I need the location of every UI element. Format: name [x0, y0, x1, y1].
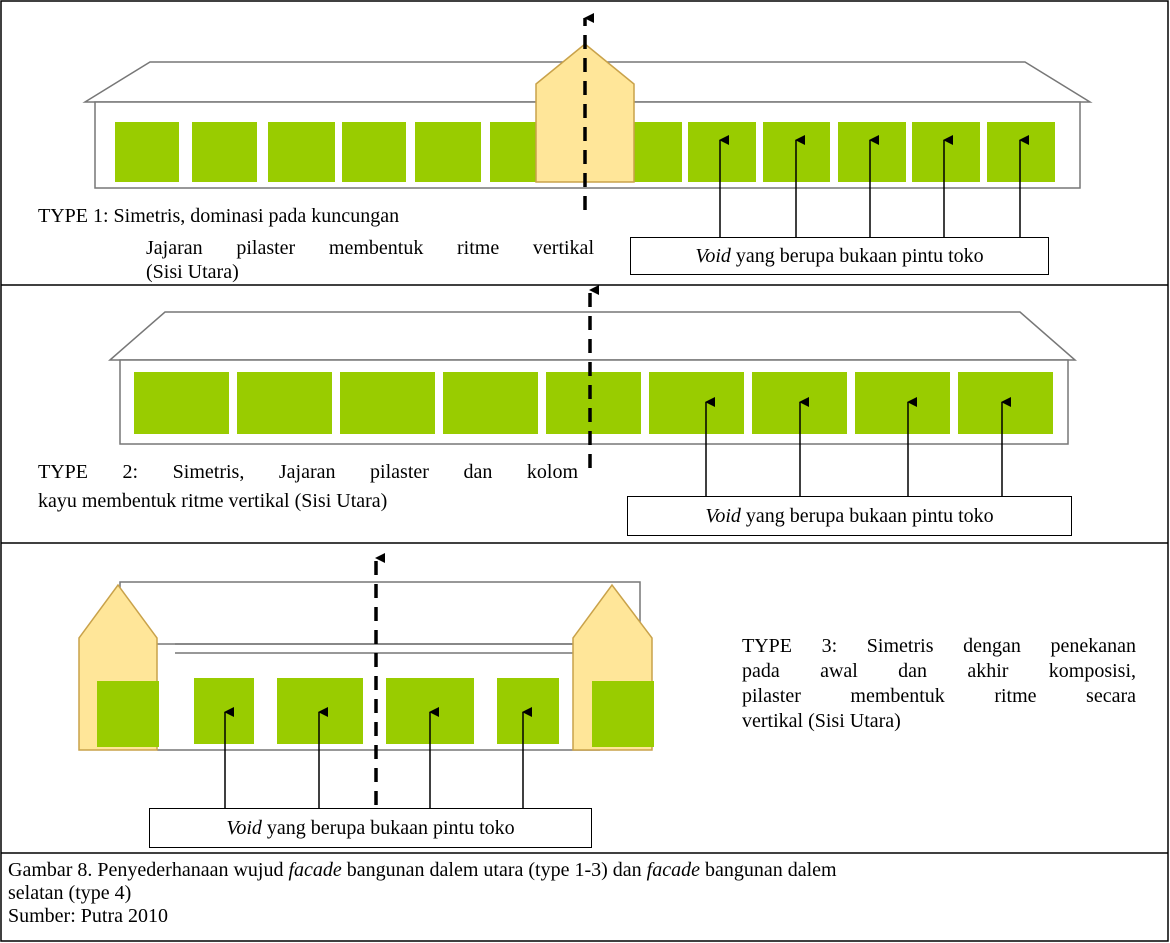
- figure-caption: Gambar 8. Penyederhanaan wujud facade ba…: [8, 859, 1158, 928]
- type2-void-pointers: [705, 397, 1011, 496]
- type3-title-line4: vertikal (Sisi Utara): [742, 710, 901, 732]
- void-opening: [342, 122, 406, 182]
- void-opening: [443, 372, 538, 434]
- type3-void-label: Void yang berupa bukaan pintu toko: [149, 808, 592, 848]
- void-opening: [649, 372, 744, 434]
- type3-facade: [78, 553, 654, 828]
- type2-void-label: Void yang berupa bukaan pintu toko: [627, 496, 1072, 536]
- void-term: Void: [705, 505, 741, 527]
- void-opening: [546, 372, 641, 434]
- void-opening: [415, 122, 481, 182]
- type2-facade: [108, 285, 1077, 496]
- type1-title-line1: TYPE 1: Simetris, dominasi pada kuncunga…: [38, 205, 400, 227]
- void-opening: [688, 122, 756, 182]
- type1-facade: [82, 13, 1093, 237]
- void-term: Void: [226, 817, 262, 839]
- void-label-text: yang berupa bukaan pintu toko: [740, 505, 994, 527]
- void-opening: [97, 681, 159, 747]
- void-opening: [115, 122, 179, 182]
- caption-line2: selatan (type 4): [8, 882, 132, 904]
- void-opening: [987, 122, 1055, 182]
- type2-roof: [108, 311, 1077, 361]
- type1-void-openings: [115, 122, 1055, 182]
- void-label-text: yang berupa bukaan pintu toko: [730, 245, 984, 267]
- type1-void-label: Void yang berupa bukaan pintu toko: [630, 237, 1049, 275]
- void-opening: [277, 678, 363, 744]
- type3-title-line1: TYPE 3: Simetris dengan penekanan: [742, 635, 1136, 657]
- type2-void-openings: [134, 372, 1053, 434]
- void-opening: [592, 681, 654, 747]
- caption-text: bangunan dalem utara (type 1-3) dan: [341, 859, 647, 881]
- void-opening: [626, 122, 682, 182]
- void-opening: [958, 372, 1053, 434]
- void-opening: [134, 372, 229, 434]
- void-opening: [192, 122, 257, 182]
- type1-title-line3: (Sisi Utara): [146, 261, 239, 283]
- void-opening: [268, 122, 335, 182]
- caption-text: Gambar 8. Penyederhanaan wujud: [8, 859, 289, 881]
- caption-term: facade: [288, 859, 342, 881]
- type3-title-line2: pada awal dan akhir komposisi,: [742, 660, 1136, 682]
- void-term: Void: [695, 245, 731, 267]
- void-opening: [237, 372, 332, 434]
- caption-source: Sumber: Putra 2010: [8, 905, 168, 927]
- void-opening: [340, 372, 435, 434]
- void-opening: [912, 122, 980, 182]
- void-opening: [497, 678, 559, 744]
- type2-title-line1: TYPE 2: Simetris, Jajaran pilaster dan k…: [38, 461, 578, 483]
- caption-line1: Gambar 8. Penyederhanaan wujud facade ba…: [8, 859, 1158, 882]
- type3-void-pointers: [224, 707, 532, 808]
- caption-text: bangunan dalem: [699, 859, 837, 881]
- type2-title-line2: kayu membentuk ritme vertikal (Sisi Utar…: [38, 490, 388, 512]
- void-opening: [855, 372, 950, 434]
- type1-title-line2: Jajaran pilaster membentuk ritme vertika…: [146, 237, 594, 259]
- type3-title-line3: pilaster membentuk ritme secara: [742, 685, 1136, 707]
- type1-void-pointers: [719, 135, 1029, 237]
- type3-upper-band: [119, 581, 641, 645]
- void-opening: [838, 122, 906, 182]
- void-label-text: yang berupa bukaan pintu toko: [261, 817, 515, 839]
- void-opening: [194, 678, 254, 744]
- caption-term: facade: [646, 859, 700, 881]
